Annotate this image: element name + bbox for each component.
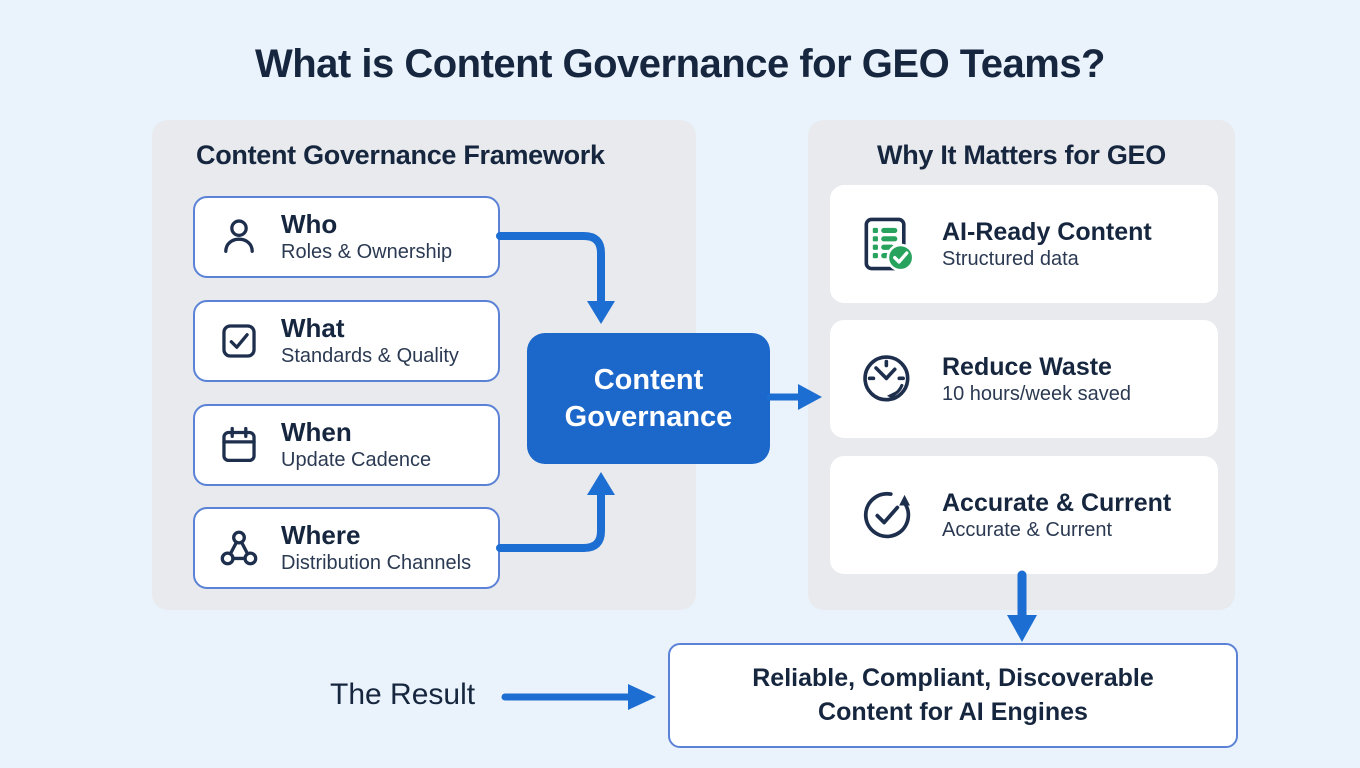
framework-item-who: Who Roles & Ownership	[193, 196, 500, 278]
benefit-title: AI-Ready Content	[942, 217, 1152, 246]
benefits-panel: Why It Matters for GEO AI-Ready Content	[808, 120, 1235, 610]
result-label: The Result	[330, 678, 476, 711]
result-line-1: Reliable, Compliant, Discoverable	[752, 663, 1154, 692]
benefit-card-reduce-waste: Reduce Waste 10 hours/week saved	[830, 320, 1218, 438]
framework-item-subtitle: Update Cadence	[281, 448, 432, 471]
arrowhead-right-result	[628, 684, 656, 710]
framework-item-subtitle: Standards & Quality	[281, 344, 459, 367]
benefit-title: Reduce Waste	[942, 352, 1112, 381]
result-line-2: Content for AI Engines	[818, 697, 1088, 726]
framework-item-title: When	[281, 417, 352, 448]
document-check-icon	[856, 213, 918, 275]
clock-history-icon	[856, 348, 918, 410]
benefit-subtitle: Structured data	[942, 247, 1079, 270]
page-title: What is Content Governance for GEO Teams…	[254, 42, 1106, 86]
content-governance-label: Content Governance	[564, 364, 733, 433]
benefit-card-ai-ready: AI-Ready Content Structured data	[830, 185, 1218, 303]
person-icon	[217, 215, 261, 259]
benefit-title: Accurate & Current	[942, 488, 1172, 517]
benefits-panel-header: Why It Matters for GEO	[877, 140, 1166, 170]
calendar-icon	[217, 423, 261, 467]
arrowhead-down-result	[1007, 615, 1037, 642]
framework-item-title: Who	[281, 209, 338, 240]
framework-item-when: When Update Cadence	[193, 404, 500, 486]
check-refresh-icon	[856, 484, 918, 546]
benefit-card-accurate: Accurate & Current Accurate & Current	[830, 456, 1218, 574]
framework-panel-header: Content Governance Framework	[196, 140, 605, 170]
result-box: Reliable, Compliant, Discoverable Conten…	[668, 643, 1238, 748]
framework-item-what: What Standards & Quality	[193, 300, 500, 382]
checkbox-icon	[217, 319, 261, 363]
benefit-subtitle: Accurate & Current	[942, 518, 1113, 541]
framework-item-title: What	[281, 313, 345, 344]
network-icon	[217, 526, 261, 570]
benefit-subtitle: 10 hours/week saved	[942, 382, 1132, 405]
framework-item-subtitle: Roles & Ownership	[281, 240, 453, 263]
content-governance-node: Content Governance	[527, 333, 770, 464]
framework-item-where: Where Distribution Channels	[193, 507, 500, 589]
framework-item-subtitle: Distribution Channels	[281, 551, 472, 574]
framework-item-title: Where	[281, 520, 361, 551]
